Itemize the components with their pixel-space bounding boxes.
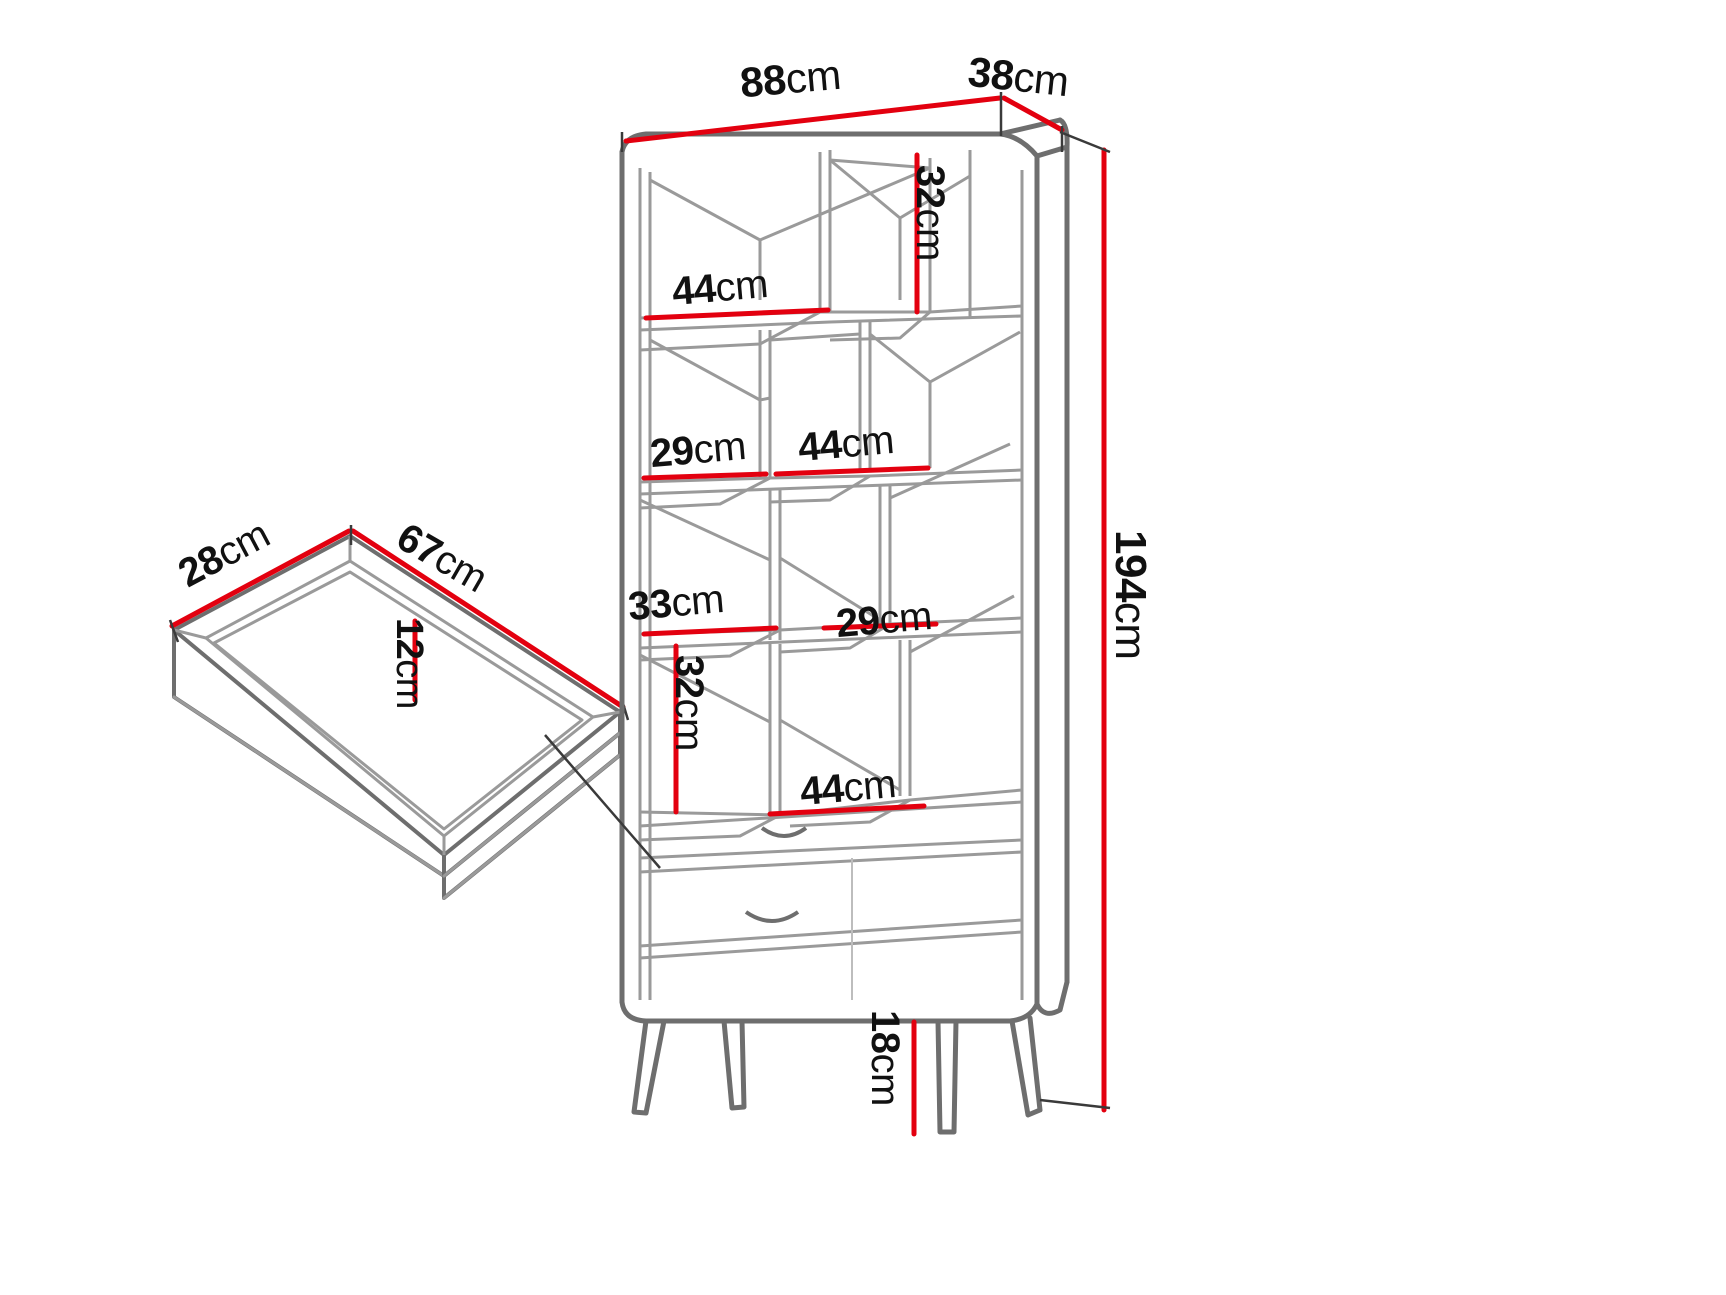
label-cabinet-width: 88cm: [738, 50, 843, 107]
label-top-left-shelf: 44cm: [670, 261, 770, 315]
label-second-left-shelf: 29cm: [648, 423, 748, 477]
label-leg-height: 18cm: [863, 1010, 907, 1106]
label-third-right-shelf: 29cm: [834, 593, 934, 647]
width-dimension-line: [623, 95, 1003, 144]
label-bottom-shelf: 44cm: [798, 761, 898, 815]
drawer-inner-walls: [173, 536, 621, 855]
cabinet-legs: [631, 1015, 1043, 1135]
drawer-width-dimension-line: [350, 528, 626, 710]
third-left-shelf-line: [641, 625, 779, 637]
label-bottom-left-height: 32cm: [667, 655, 711, 751]
second-left-shelf-line: [641, 471, 769, 481]
callout-leader-line: [544, 734, 661, 869]
cabinet-carcass: [619, 117, 1070, 1024]
label-third-left-shelf: 33cm: [626, 576, 726, 630]
label-top-right-height: 32cm: [908, 165, 952, 261]
cabinet-dimension-lines: [623, 95, 1107, 1137]
top-left-shelf-line: [643, 307, 831, 321]
drawer-depth-dimension-line: [169, 528, 352, 629]
label-total-height: 194cm: [1106, 530, 1155, 660]
label-drawer-height: 12cm: [388, 618, 430, 709]
third-right-shelf-line: [821, 621, 939, 631]
second-right-shelf-line: [773, 465, 931, 477]
depth-dimension-line: [1001, 95, 1065, 133]
label-second-right-shelf: 44cm: [796, 417, 896, 471]
drawer-dimension-lines: [169, 528, 626, 710]
bottom-shelf-line: [767, 803, 927, 817]
cabinet-drawer-fronts: [638, 812, 1024, 1000]
extension-lines: [620, 92, 1111, 1110]
label-cabinet-depth: 38cm: [965, 47, 1071, 106]
